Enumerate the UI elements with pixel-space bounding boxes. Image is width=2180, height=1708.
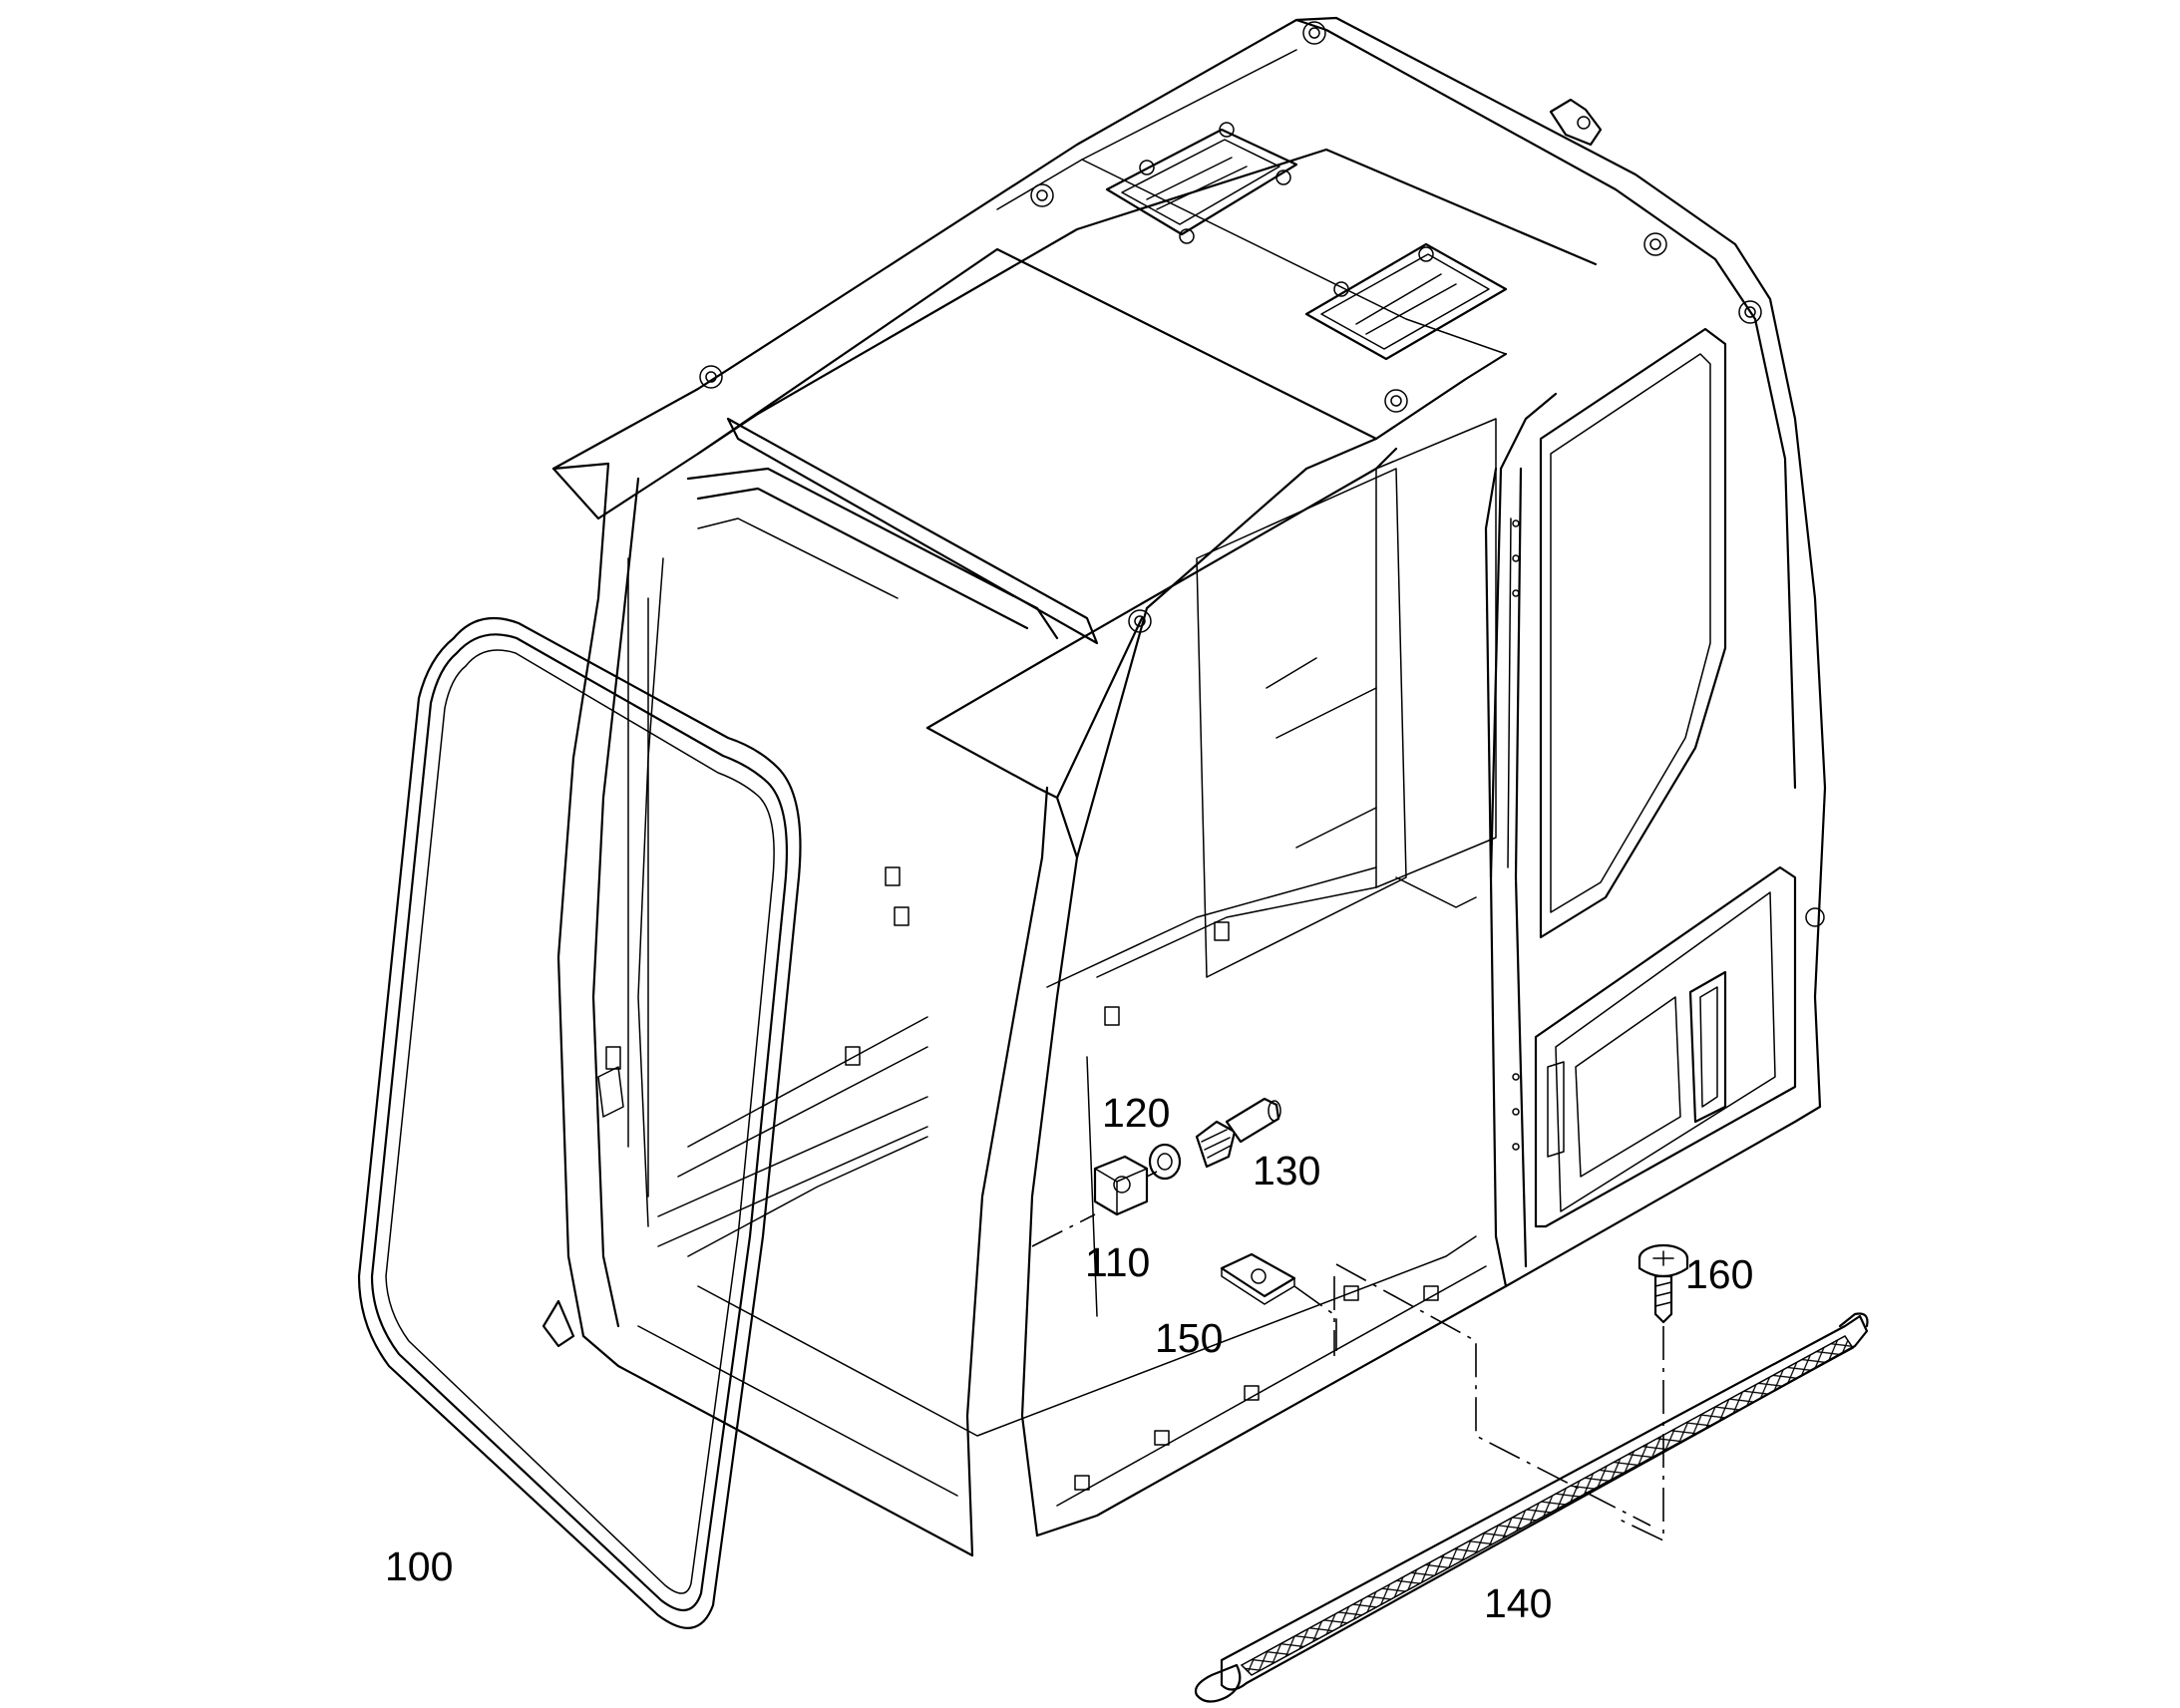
label-120: 120 [1102,1090,1170,1136]
label-150: 150 [1155,1315,1223,1361]
cab-frame [542,16,1827,1557]
post-holes [1512,519,1520,1151]
frame-clips [605,866,1439,1491]
part-160-screw [1637,1243,1689,1324]
roof-hatch-rear [1304,242,1508,361]
label-110: 110 [1085,1239,1150,1285]
roof-bolts [699,21,1762,633]
part-120-washer [1148,1143,1182,1181]
part-100-weatherstrip [357,616,802,1629]
label-160: 160 [1685,1251,1753,1297]
label-140: 140 [1484,1580,1552,1626]
label-130: 130 [1253,1148,1320,1194]
assembly-lines [1031,1171,1664,1542]
callout-labels: 100 110 120 130 140 150 160 [385,1090,1753,1626]
label-100: 100 [385,1543,453,1589]
part-150-clip-nut [1220,1252,1296,1305]
part-140-step [1194,1312,1869,1703]
roof-hatch-front [1105,122,1298,244]
part-110-nut [1093,1155,1149,1216]
part-130-bolt [1195,1097,1281,1169]
